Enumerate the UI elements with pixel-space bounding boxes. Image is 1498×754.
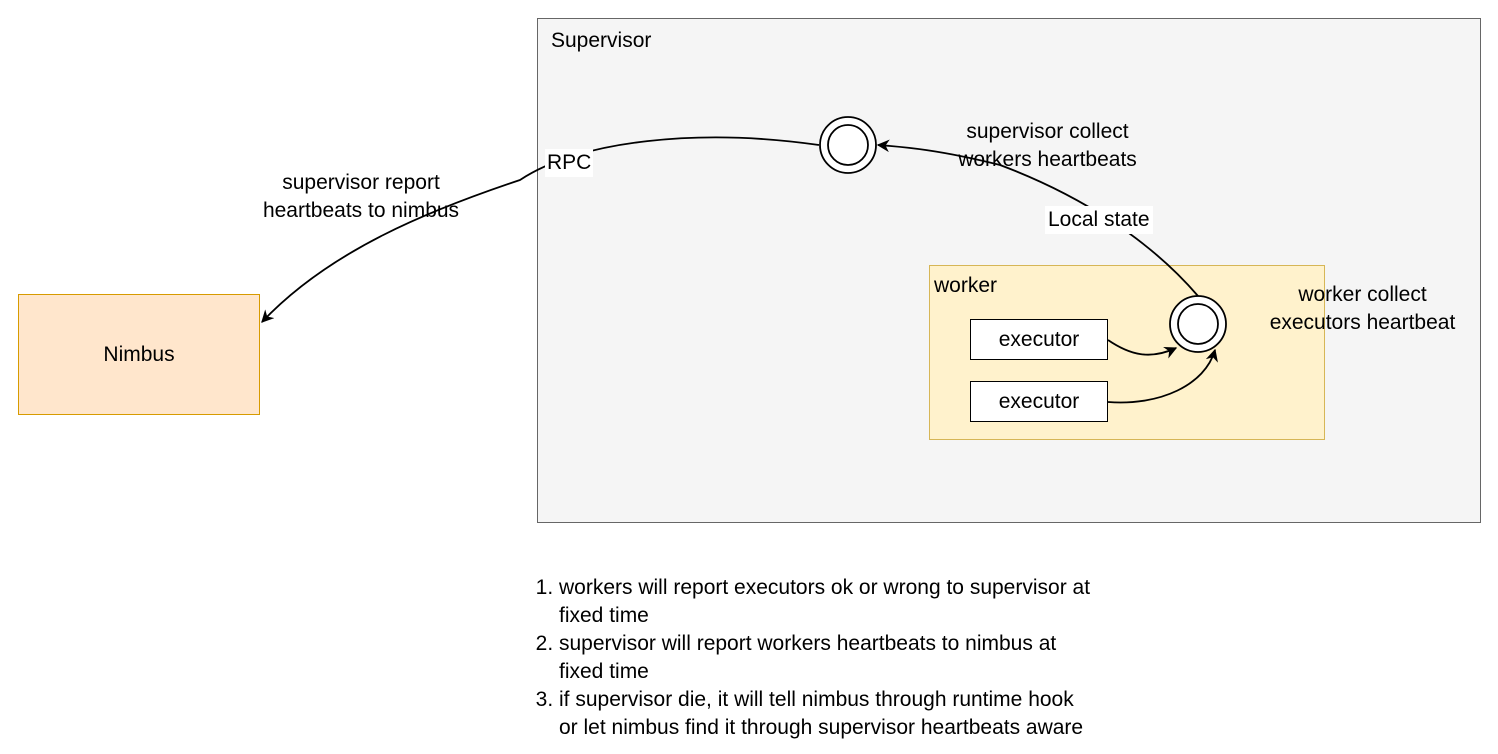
notes-list: workers will report executors ok or wron… [524, 574, 1259, 742]
note-item: supervisor will report workers heartbeat… [559, 630, 1259, 686]
nimbus-node: Nimbus [18, 294, 260, 415]
executor-node: executor [970, 381, 1108, 422]
worker-collect-label: worker collect executors heartbeat [1269, 283, 1456, 334]
edge-supervisor-to-nimbus [261, 136, 820, 323]
edge-executor2-to-worker [1107, 348, 1218, 404]
note-item: if supervisor die, it will tell nimbus t… [559, 686, 1259, 742]
executor-node: executor [970, 319, 1108, 360]
edge-executor1-to-worker [1107, 339, 1178, 359]
supervisor-label: Supervisor [551, 29, 652, 52]
supervisor-report-label: supervisor report heartbeats to nimbus [262, 171, 460, 222]
note-item: workers will report executors ok or wron… [559, 574, 1259, 630]
supervisor-collect-label: supervisor collect workers heartbeats [958, 120, 1137, 171]
edge-worker-to-supervisor [876, 139, 1199, 297]
worker-collector-circle [1169, 295, 1227, 353]
worker-label: worker [934, 274, 998, 297]
nimbus-label: Nimbus [103, 342, 175, 366]
supervisor-collector-circle [819, 116, 877, 174]
rpc-label: RPC [545, 149, 594, 177]
executor-label: executor [998, 327, 1080, 351]
executor-label: executor [998, 389, 1080, 413]
local-state-label: Local state [1045, 206, 1153, 234]
